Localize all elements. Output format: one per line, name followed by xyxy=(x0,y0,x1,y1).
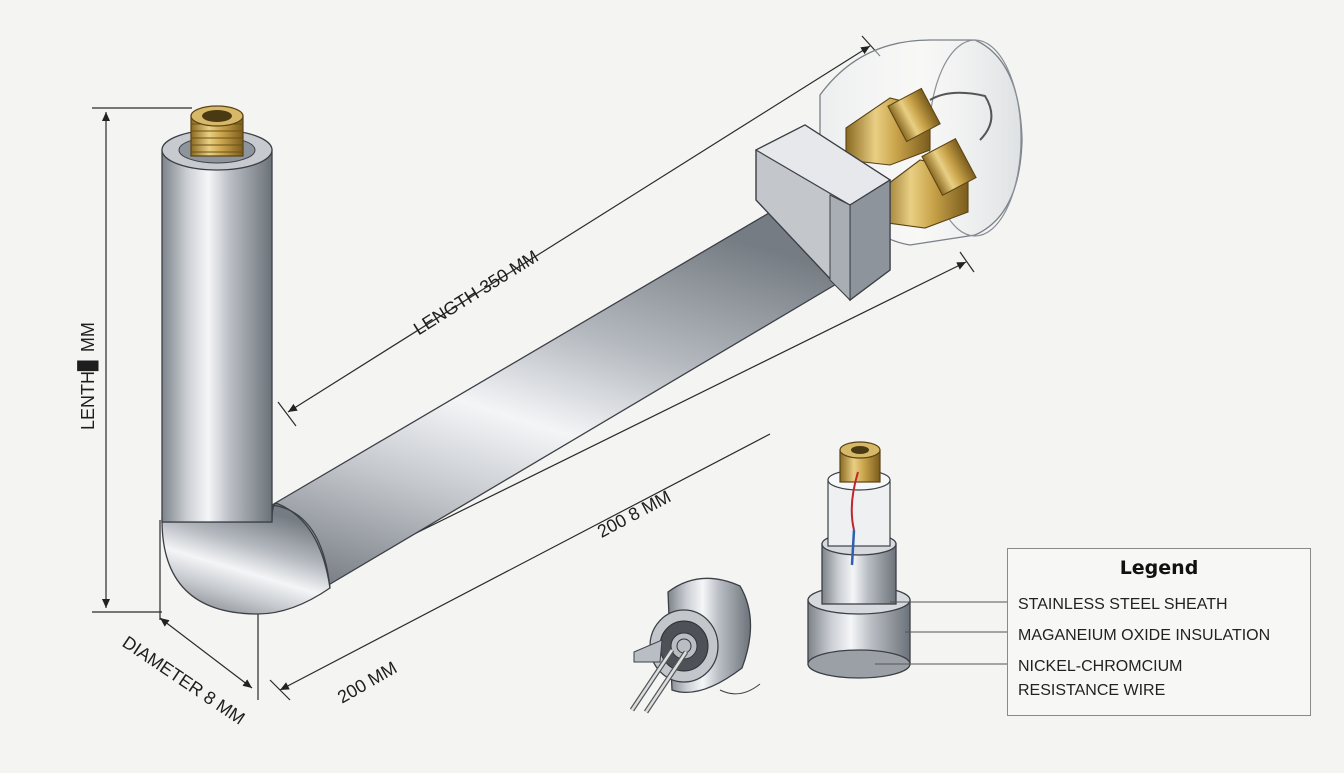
hex-flange xyxy=(754,124,892,302)
tube-elbow xyxy=(161,502,331,615)
legend-item-wire-line2: RESISTANCE WIRE xyxy=(1018,682,1166,699)
layered-section xyxy=(807,441,1012,679)
brass-fitting-top xyxy=(190,105,244,157)
heating-tube xyxy=(161,105,861,615)
brass-terminal-upper xyxy=(845,87,941,166)
dimension-vertical-label: LENTH▊ MM xyxy=(78,322,98,430)
tube-diagonal-section xyxy=(271,175,861,591)
terminal-assembly xyxy=(754,39,1023,302)
red-wire xyxy=(850,471,859,531)
tube-vertical-section xyxy=(161,149,273,523)
legend-item-insulation: MAGANEIUM OXIDE INSULATION xyxy=(1018,627,1271,644)
legend-item-wire-line1: NICKEL-CHROMCIUM xyxy=(1018,658,1183,675)
blue-wire xyxy=(850,529,856,566)
legend-title: Legend xyxy=(1119,557,1199,579)
legend-item-sheath: STAINLESS STEEL SHEATH xyxy=(1018,596,1228,613)
brass-terminal-lower xyxy=(879,137,977,229)
legend-box: Legend STAINLESS STEEL SHEATH MAGANEIUM … xyxy=(1007,548,1311,716)
cutaway-detail xyxy=(629,577,761,714)
